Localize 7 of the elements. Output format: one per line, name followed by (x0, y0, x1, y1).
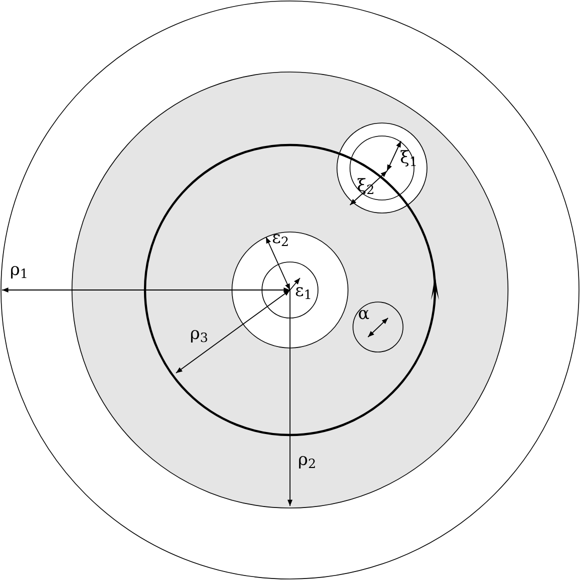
dimension-label: ε$_{2}$ (272, 230, 289, 247)
dimension-label: ρ$_{2}$ (298, 452, 316, 469)
dimension-label: ε$_{1}$ (295, 283, 312, 300)
dimension-label: ξ$_{2}$ (357, 178, 374, 195)
dimension-label: α (358, 306, 370, 323)
dimension-label: ρ$_{3}$ (190, 326, 208, 343)
dimension-label: ρ$_{1}$ (10, 262, 28, 279)
